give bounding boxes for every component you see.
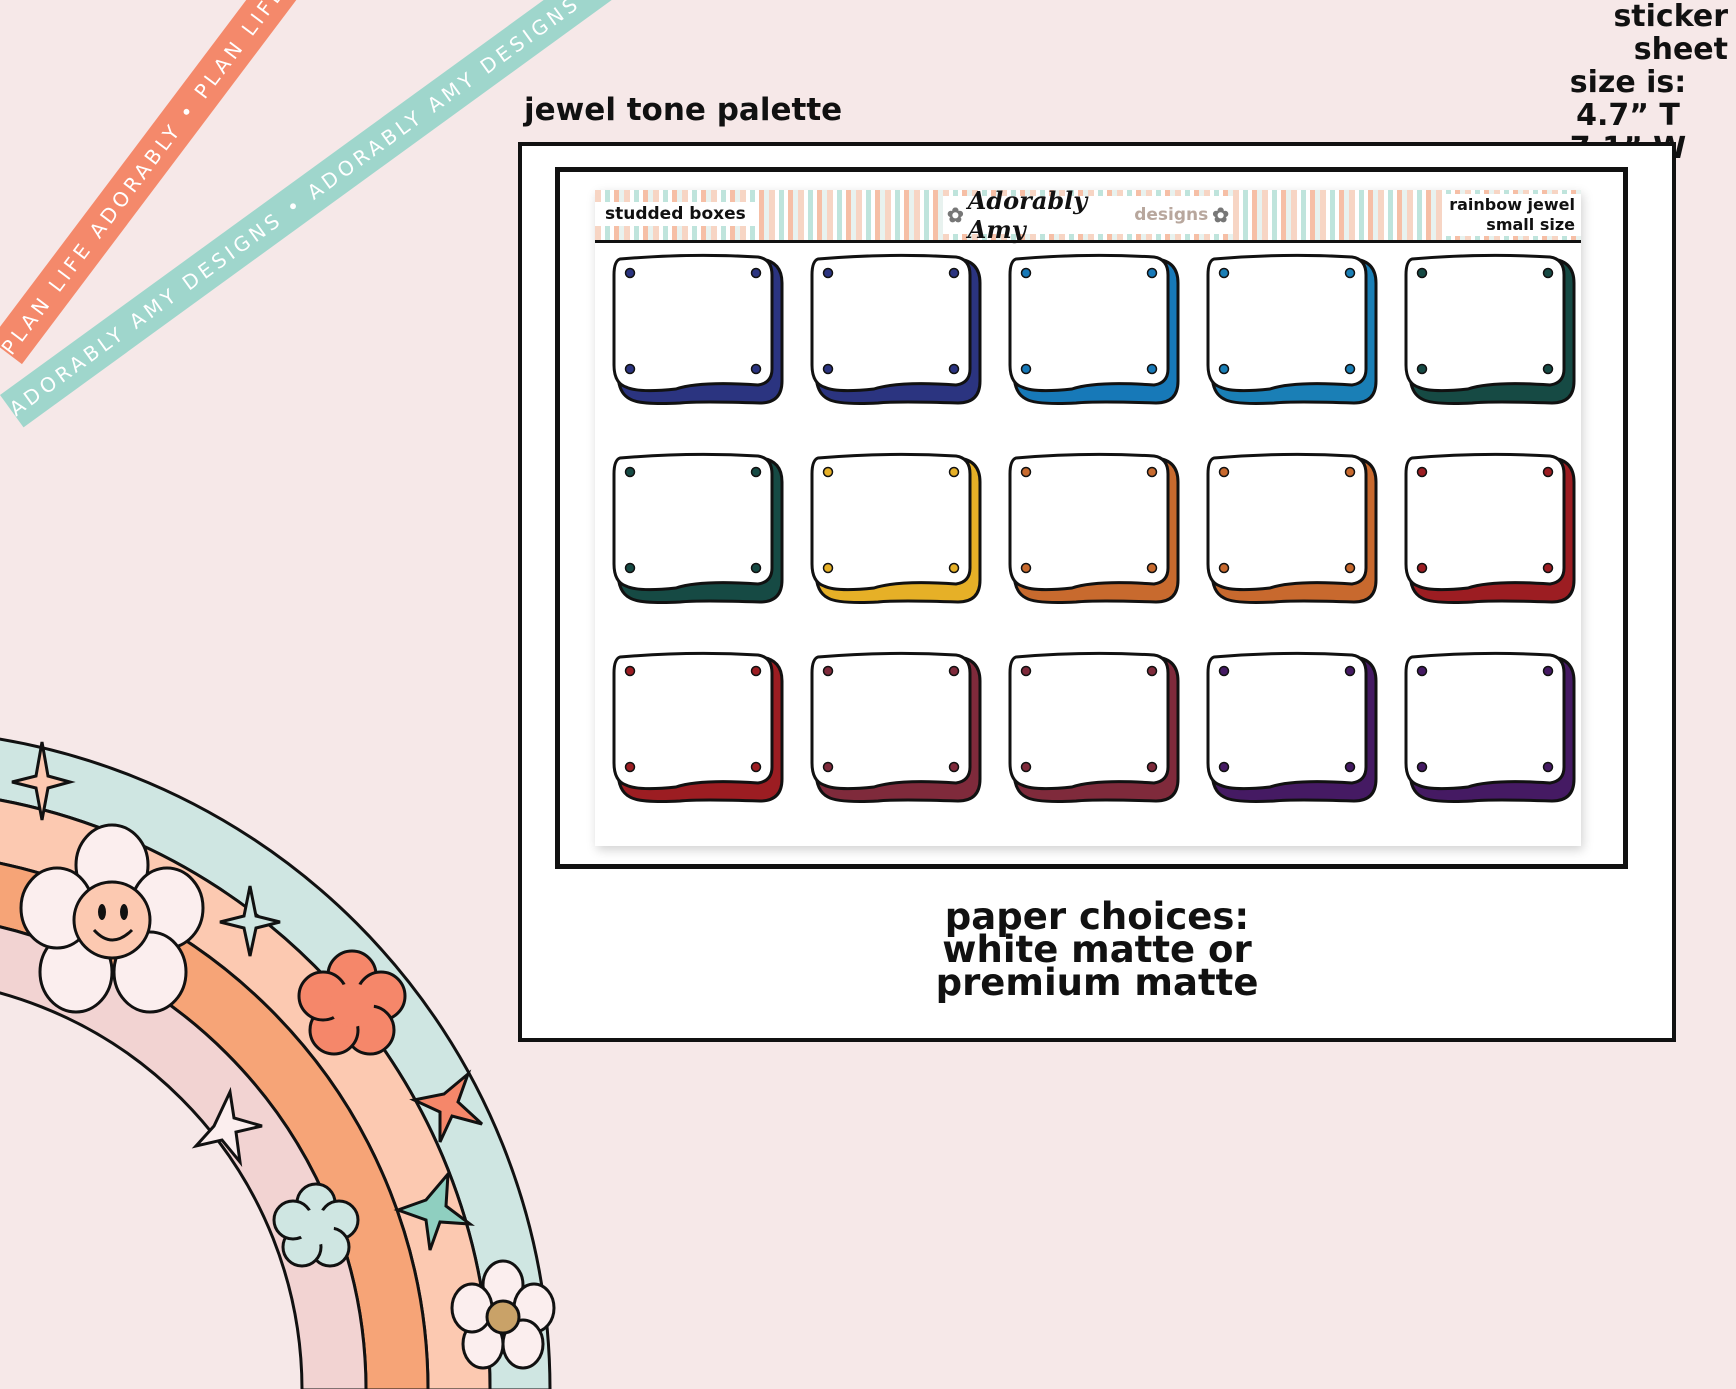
studded-box-sticker	[1008, 253, 1180, 405]
brand-logo: ✿ Adorably Amy designs ✿	[943, 186, 1233, 244]
size-line-1: sticker sheet	[1613, 0, 1728, 67]
smiley-flower-icon	[19, 823, 205, 1014]
studded-box-sticker	[612, 253, 784, 405]
studded-box-sticker	[1008, 452, 1180, 604]
studded-box-sticker	[810, 253, 982, 405]
studded-box-sticker	[810, 651, 982, 803]
paper-line-3: premium matte	[935, 961, 1259, 1004]
coral-flower-icon	[297, 949, 407, 1056]
ribbon-plan-life-adorably: PLAN LIFE ADORABLY • PLAN LIFE ADORABLY …	[0, 0, 480, 365]
sheet-size-info: sticker sheet size is: 4.7” T 7.1” W	[1528, 0, 1728, 165]
mint-flower-icon	[272, 1182, 360, 1268]
studded-box-sticker	[612, 651, 784, 803]
studded-box-sticker	[810, 452, 982, 604]
studded-box-sticker	[1008, 651, 1180, 803]
palette-title: jewel tone palette	[524, 92, 843, 128]
studded-box-sticker	[1206, 452, 1378, 604]
studded-box-sticker	[1404, 651, 1576, 803]
studded-box-sticker	[1404, 452, 1576, 604]
logo-main-text: Adorably Amy	[967, 186, 1088, 244]
sheet-right-label-2: small size	[1486, 215, 1575, 234]
paper-line-1: paper choices:	[944, 895, 1250, 938]
studded-box-sticker	[1404, 253, 1576, 405]
sheet-right-label-1: rainbow jewel	[1449, 195, 1575, 214]
studded-box-sticker	[612, 452, 784, 604]
daisy-icon: ✿	[1212, 203, 1229, 227]
sheet-right-label: rainbow jewel small size	[1443, 194, 1581, 236]
sheet-left-label: studded boxes	[595, 202, 756, 226]
sticker-sheet: studded boxes ✿ Adorably Amy designs ✿ r…	[595, 186, 1581, 846]
size-line-2: size is:	[1569, 65, 1687, 100]
logo-sub-text: designs	[1134, 205, 1209, 225]
daisy-icon: ✿	[947, 203, 964, 227]
daisy-icon	[450, 1259, 556, 1370]
paper-choices: paper choices: white matte or premium ma…	[518, 895, 1676, 1004]
rainbow-illustration	[0, 737, 556, 1389]
studded-box-sticker	[1206, 651, 1378, 803]
sparkle-icon	[11, 741, 484, 1251]
size-line-3: 4.7” T	[1576, 98, 1680, 133]
sheet-header: studded boxes ✿ Adorably Amy designs ✿ r…	[595, 186, 1581, 244]
studded-box-sticker	[1206, 253, 1378, 405]
paper-line-2: white matte or	[942, 928, 1252, 971]
